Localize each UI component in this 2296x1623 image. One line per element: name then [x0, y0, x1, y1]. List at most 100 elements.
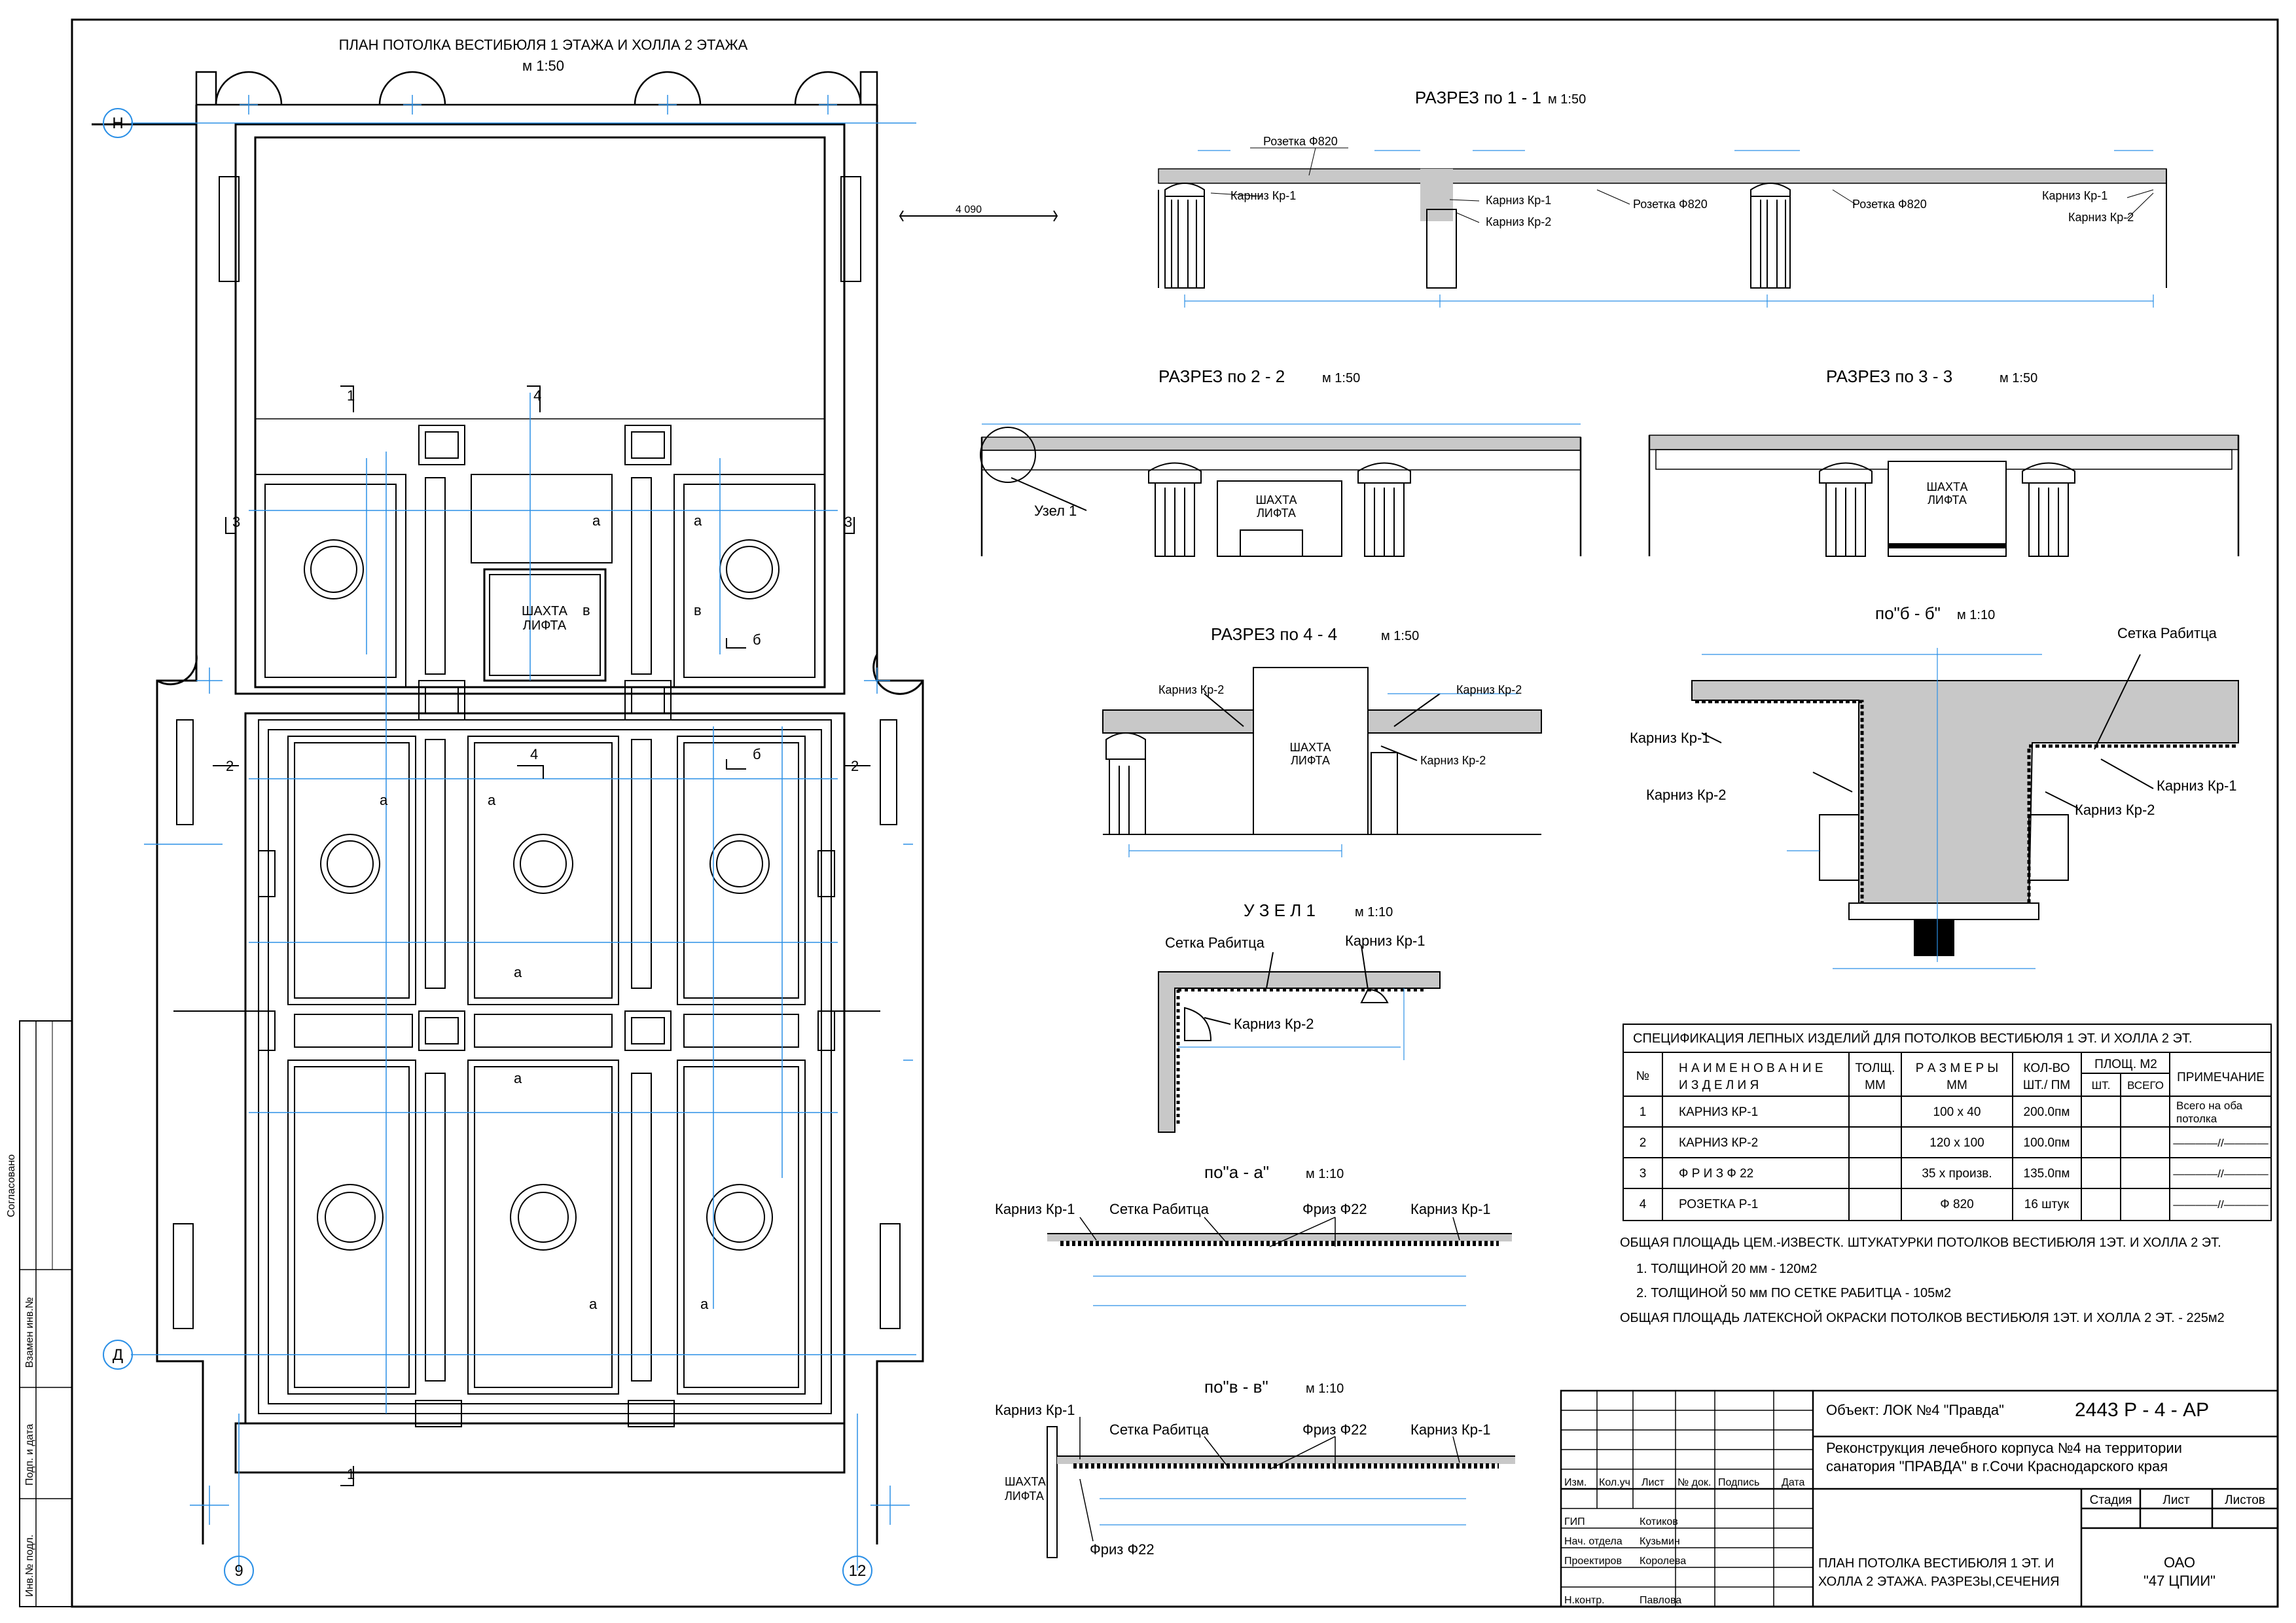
s11-label-7: Карниз Кр-1: [2042, 189, 2108, 202]
spec-cell-qty: 200.0пм: [2024, 1105, 2070, 1119]
spec-cell-name: РОЗЕТКА Р-1: [1679, 1198, 1758, 1211]
spec-h-area: ПЛОЩ. М2: [2094, 1058, 2157, 1071]
s44-label-2: Карниз Кр-2: [1456, 683, 1522, 696]
tb-object: Объект: ЛОК №4 "Правда": [1826, 1402, 2004, 1418]
s11-label-1: Розетка Ф820: [1263, 135, 1338, 148]
axis-h-label: Н: [112, 115, 123, 132]
section-bb-scale: м 1:10: [1957, 608, 1995, 622]
plan-upper-coffers: [255, 425, 825, 688]
cut-3-right: 3: [844, 514, 852, 530]
mark-a-7: а: [589, 1296, 598, 1312]
s33-shaft-1: ШАХТА: [1927, 480, 1968, 493]
tb-col-list: Лист: [1641, 1477, 1664, 1488]
section-22-title: РАЗРЕЗ по 2 - 2: [1158, 366, 1285, 386]
tb-name-3: Королева: [1640, 1556, 1686, 1567]
spec-cell-size: Ф 820: [1940, 1198, 1973, 1211]
plan-top-arches: [195, 71, 878, 183]
s11-label-3: Карниз Кр-1: [1486, 194, 1551, 207]
plan-dim-4090: 4 090: [956, 204, 982, 215]
spec-h-area-total: ВСЕГО: [2127, 1079, 2164, 1092]
svv-label-1: Карниз Кр-1: [995, 1402, 1075, 1418]
svv-shaft-2: ЛИФТА: [1005, 1489, 1044, 1503]
spec-h-qty-2: ШТ./ ПМ: [2023, 1079, 2070, 1092]
section-11-title: РАЗРЕЗ по 1 - 1: [1415, 88, 1541, 107]
spec-table: СПЕЦИФИКАЦИЯ ЛЕПНЫХ ИЗДЕЛИЙ ДЛЯ ПОТОЛКОВ…: [1623, 1024, 2272, 1221]
spec-cell-qty: 135.0пм: [2024, 1167, 2070, 1181]
section-vv-scale: м 1:10: [1306, 1382, 1344, 1396]
plan-lower-coffers: [173, 680, 880, 1427]
s11-label-6: Розетка Ф820: [1852, 198, 1927, 211]
mark-a-4: а: [488, 792, 496, 808]
tb-org-1: ОАО: [2164, 1554, 2195, 1571]
spec-h-size-2: ММ: [1946, 1079, 1967, 1092]
spec-h-size-1: Р А З М Е Р Ы: [1916, 1061, 1999, 1075]
tb-code: 2443 Р - 4 - АР: [2075, 1399, 2209, 1421]
s11-label-2: Карниз Кр-1: [1230, 189, 1296, 202]
section-4-4: РАЗРЕЗ по 4 - 4 м 1:50 Карниз Кр-2 Карни…: [1102, 624, 1542, 857]
svv-label-3: Фриз Ф22: [1302, 1421, 1367, 1438]
tb-org-2: "47 ЦПИИ": [2144, 1573, 2215, 1589]
spec-row: 3 Ф Р И З Ф 22 35 х произв. 135.0пм ————…: [1640, 1167, 2269, 1181]
spec-cell-size: 120 х 100: [1929, 1136, 1984, 1150]
tb-name-1: Котиков: [1640, 1516, 1678, 1527]
spec-h-qty-1: КОЛ-ВО: [2023, 1061, 2070, 1075]
sbb-label-1: Сетка Рабитца: [2117, 625, 2217, 641]
spec-cell-note: ————//————: [2173, 1168, 2268, 1180]
saa-label-1: Карниз Кр-1: [995, 1201, 1075, 1217]
sheet-frame: [71, 18, 2279, 1608]
spec-row: 2 КАРНИЗ КР-2 120 х 100 100.0пм ————//——…: [1640, 1136, 2269, 1150]
tb-sheet-title-2: ХОЛЛА 2 ЭТАЖА. РАЗРЕЗЫ,СЕЧЕНИЯ: [1818, 1575, 2060, 1589]
note-2: 1. ТОЛЩИНОЙ 20 мм - 120м2: [1636, 1260, 1817, 1276]
spec-h-num: №: [1636, 1069, 1649, 1083]
tb-role-1: ГИП: [1564, 1516, 1585, 1527]
node1-label-3: Карниз Кр-2: [1234, 1016, 1314, 1032]
section-vv-title: по"в - в": [1204, 1377, 1268, 1397]
section-33-scale: м 1:50: [2000, 371, 2037, 385]
side-stamp-agreed: Согласовано: [6, 1154, 17, 1217]
side-stamp-replace: Взамен инв.№: [24, 1297, 35, 1368]
section-v-v: по"в - в" м 1:10 Карниз Кр-1 Сетка Рабит…: [995, 1377, 1515, 1558]
tb-col-kol: Кол.уч: [1599, 1477, 1630, 1488]
s44-label-1: Карниз Кр-2: [1158, 683, 1224, 696]
section-33-title: РАЗРЕЗ по 3 - 3: [1826, 366, 1952, 386]
tb-name-2: Кузьмин: [1640, 1536, 1680, 1547]
note-3: 2. ТОЛЩИНОЙ 50 мм ПО СЕТКЕ РАБИТЦА - 105…: [1636, 1285, 1951, 1300]
spec-cell-qty: 100.0пм: [2024, 1136, 2070, 1150]
axis-d-label: Д: [113, 1346, 123, 1364]
area-notes: ОБЩАЯ ПЛОЩАДЬ ЦЕМ.-ИЗВЕСТК. ШТУКАТУРКИ П…: [1620, 1236, 2225, 1325]
spec-cell-n: 1: [1640, 1105, 1647, 1119]
mark-a-1: а: [592, 512, 601, 529]
spec-cell-name: КАРНИЗ КР-1: [1679, 1105, 1758, 1119]
spec-cell-note: потолка: [2176, 1113, 2217, 1125]
axis-bubble-12: [842, 1556, 872, 1586]
plan-title: ПЛАН ПОТОЛКА ВЕСТИБЮЛЯ 1 ЭТАЖА И ХОЛЛА 2…: [339, 37, 748, 53]
s33-shaft-2: ЛИФТА: [1928, 493, 1967, 507]
side-stamp: Согласовано Взамен инв.№ Подп. и дата Ин…: [6, 1020, 73, 1607]
axis-bubble-h: [103, 108, 133, 138]
mark-v-2: в: [694, 602, 702, 618]
cut-4-top: 4: [533, 387, 541, 404]
svv-label-5: Фриз Ф22: [1090, 1541, 1155, 1558]
side-stamp-inv: Инв.№ подл.: [24, 1535, 35, 1597]
sbb-label-5: Карниз Кр-2: [2075, 802, 2155, 818]
spec-cell-size: 35 х произв.: [1922, 1167, 1992, 1181]
svv-shaft-1: ШАХТА: [1005, 1475, 1046, 1488]
mark-a-5: а: [514, 964, 522, 980]
node1-title: У З Е Л 1: [1244, 901, 1316, 920]
cut-2-right: 2: [851, 758, 859, 774]
section-22-scale: м 1:50: [1322, 371, 1360, 385]
spec-cell-note: Всего на оба: [2176, 1099, 2243, 1112]
spec-h-area-pcs: ШТ.: [2092, 1079, 2111, 1092]
s44-shaft-2: ЛИФТА: [1291, 754, 1330, 767]
cut-3-left: 3: [232, 514, 240, 530]
svv-label-2: Сетка Рабитца: [1109, 1421, 1210, 1438]
section-11-scale: м 1:50: [1548, 92, 1586, 107]
saa-label-4: Карниз Кр-1: [1410, 1201, 1491, 1217]
spec-cell-n: 3: [1640, 1167, 1647, 1181]
tb-role-2: Нач. отдела: [1564, 1536, 1623, 1547]
mark-a-6: а: [514, 1070, 522, 1086]
tb-stage: Стадия: [2090, 1493, 2132, 1507]
section-b-b: по"б - б" м 1:10 Сетка Рабитца Карниз Кр…: [1630, 603, 2239, 969]
spec-h-name-1: Н А И М Е Н О В А Н И Е: [1679, 1061, 1823, 1075]
plan-walls: [92, 105, 924, 1544]
